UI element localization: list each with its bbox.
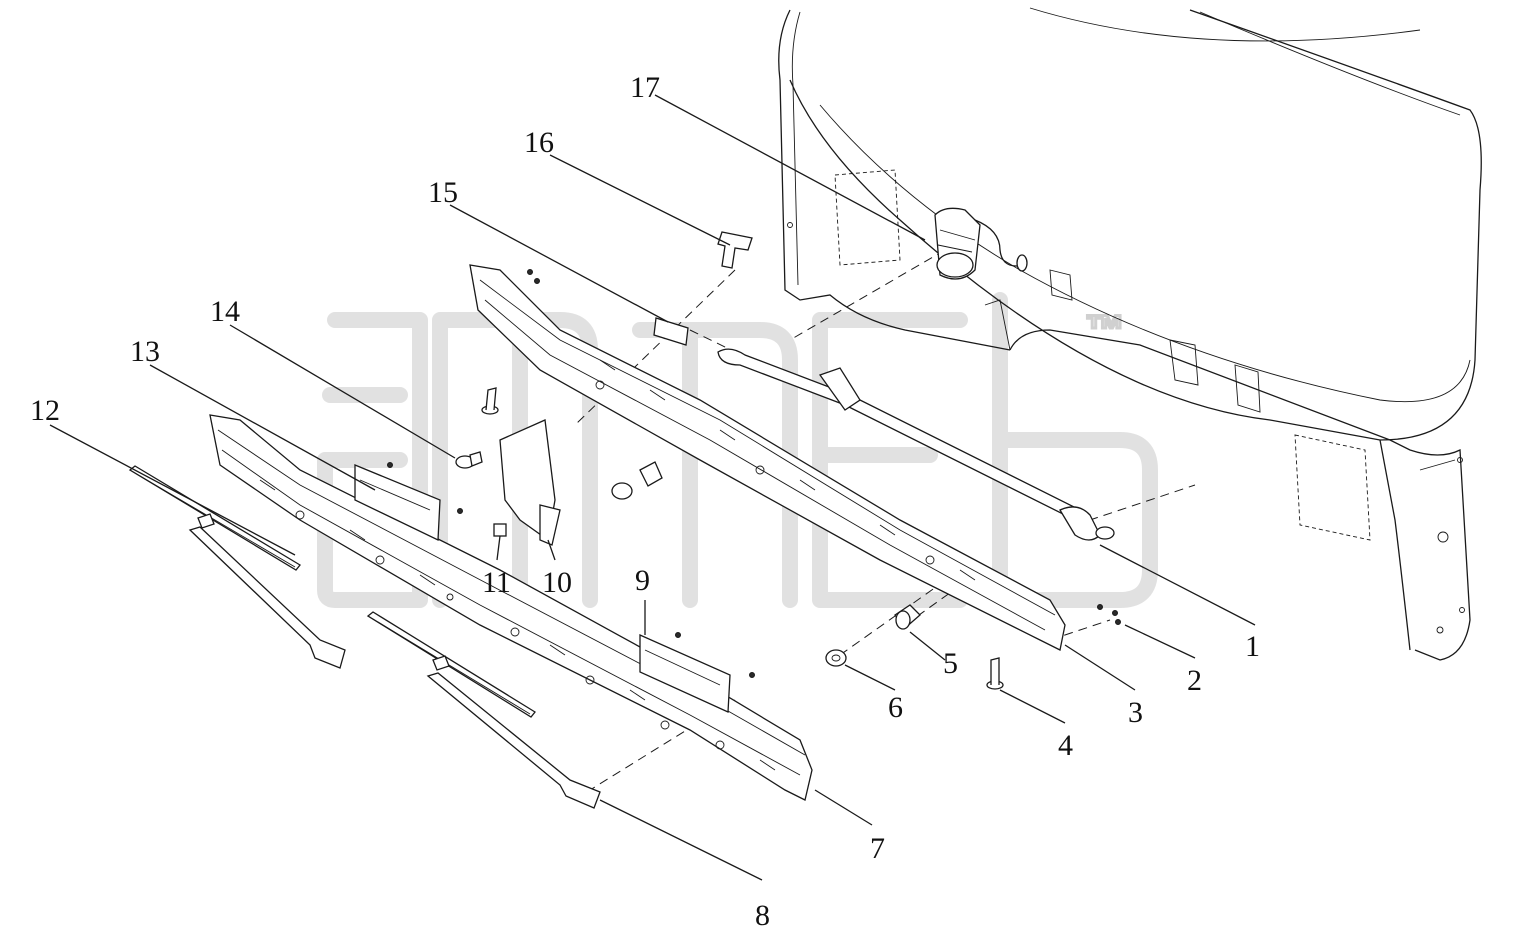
wiper-arm-left (188, 526, 346, 669)
wiper-arm-right (426, 672, 601, 809)
callout-6: 6 (888, 691, 903, 724)
wiper-blade-right (366, 611, 536, 718)
callout-13: 13 (130, 335, 160, 368)
upper-bracket (653, 317, 689, 346)
bushing (639, 461, 921, 630)
deflector-panel (499, 419, 561, 546)
callout-3: 3 (1128, 696, 1143, 729)
callout-4: 4 (1058, 729, 1073, 762)
wiper-linkage (717, 348, 1115, 541)
front-cowl-panel (209, 414, 813, 801)
leader-lines (49, 94, 1256, 881)
small-clip (493, 523, 507, 537)
right-bracket (639, 632, 755, 713)
watermark-logo: ™ (317, 292, 1158, 608)
callout-2: 2 (1187, 664, 1202, 697)
wiper-blade-left (128, 465, 301, 571)
left-bracket (354, 462, 463, 542)
callout-14: 14 (210, 295, 240, 328)
cab-body (778, 7, 1482, 661)
callout-11: 11 (482, 566, 511, 599)
bolt (481, 387, 1004, 690)
small-nuts (527, 269, 1121, 625)
callout-8: 8 (755, 899, 770, 932)
rear-cowl-panel (469, 264, 1066, 651)
callout-9: 9 (635, 564, 650, 597)
callout-1: 1 (1245, 630, 1260, 663)
callout-12: 12 (30, 394, 60, 427)
callout-7: 7 (870, 832, 885, 865)
callout-5: 5 (943, 647, 958, 680)
wiper-motor (934, 207, 1028, 280)
callout-15: 15 (428, 176, 458, 209)
grommet (455, 451, 483, 469)
callout-16: 16 (524, 126, 554, 159)
retaining-clip (717, 231, 753, 269)
callout-17: 17 (630, 71, 660, 104)
hex-nut (611, 482, 847, 667)
callout-10: 10 (542, 566, 572, 599)
callout-labels: 17 16 15 14 13 12 11 10 9 1 2 3 4 5 6 7 … (30, 71, 1260, 932)
watermark-trademark: ™ (1085, 308, 1125, 352)
